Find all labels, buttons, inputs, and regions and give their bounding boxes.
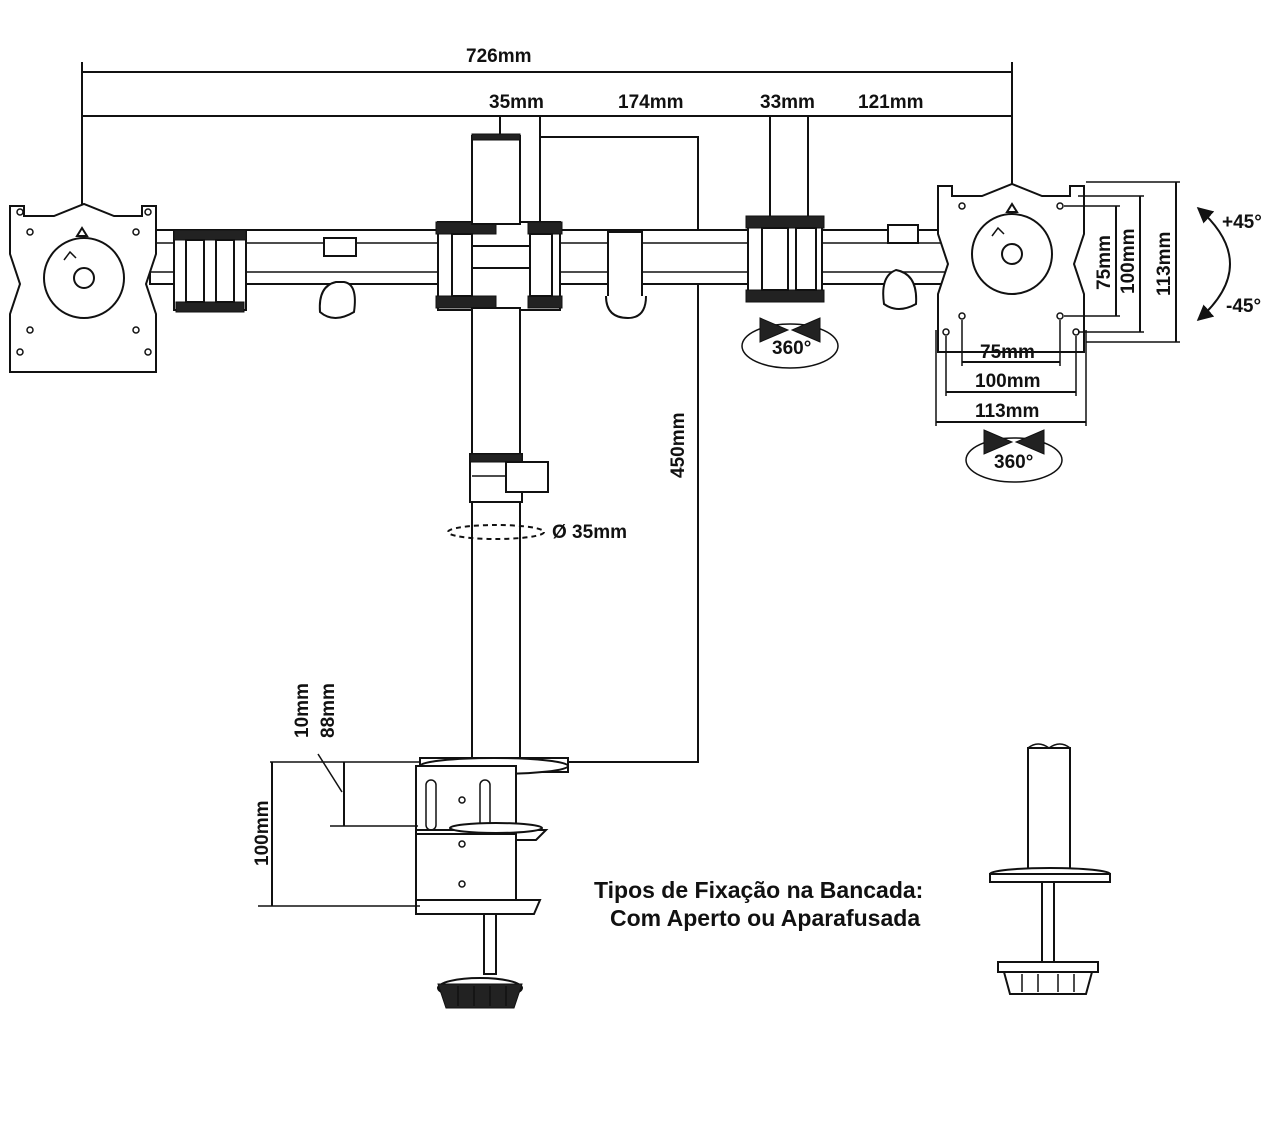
- dim-diameter: Ø 35mm: [552, 522, 627, 543]
- vesa-h-113: 113mm: [975, 401, 1039, 422]
- tilt-down-label: -45°: [1226, 296, 1261, 317]
- pole-height-dimension: [540, 136, 699, 763]
- dim-726: 726mm: [466, 46, 532, 67]
- arm-swivel-indicator: [741, 317, 839, 369]
- plate-swivel-label: 360°: [994, 452, 1033, 473]
- vertical-pole: [471, 133, 521, 761]
- dim-33: 33mm: [760, 92, 815, 113]
- cable-clips: [318, 224, 919, 320]
- vesa-v-100: 100mm: [1118, 229, 1139, 295]
- tilt-up-label: +45°: [1222, 212, 1262, 233]
- dim-450: 450mm: [668, 413, 689, 479]
- caption-line-2: Com Aperto ou Aparafusada: [610, 905, 920, 931]
- dim-clamp-max: 88mm: [318, 683, 339, 738]
- arm-swivel-label: 360°: [772, 338, 811, 359]
- vesa-v-75: 75mm: [1094, 235, 1115, 290]
- desk-clamp: [415, 757, 569, 1009]
- dim-clamp-min: 10mm: [292, 683, 313, 738]
- right-vesa-plate: [937, 182, 1085, 353]
- caption-line-1: Tipos de Fixação na Bancada:: [594, 877, 923, 903]
- dim-174: 174mm: [618, 92, 684, 113]
- right-arm-joint: [745, 215, 825, 303]
- top-dimension-lines: [81, 62, 1013, 228]
- vesa-v-113: 113mm: [1154, 232, 1175, 296]
- pole-diameter-indicator: [447, 524, 545, 540]
- left-arm-joint: [173, 229, 247, 313]
- vesa-dimension-lines: [935, 181, 1180, 426]
- tilt-arrow-arc: [1196, 206, 1231, 322]
- clamp-dimension-lines: [258, 753, 420, 907]
- vesa-h-100: 100mm: [975, 371, 1041, 392]
- central-hub: [435, 221, 563, 311]
- height-collar: [469, 453, 549, 503]
- plate-swivel-indicator: [965, 429, 1063, 483]
- dim-clamp-height: 100mm: [252, 801, 273, 867]
- dim-35-pole: 35mm: [489, 92, 544, 113]
- dim-121: 121mm: [858, 92, 924, 113]
- vesa-h-75: 75mm: [980, 342, 1035, 363]
- left-vesa-plate: [9, 202, 157, 373]
- grommet-mount-illustration: [989, 743, 1111, 995]
